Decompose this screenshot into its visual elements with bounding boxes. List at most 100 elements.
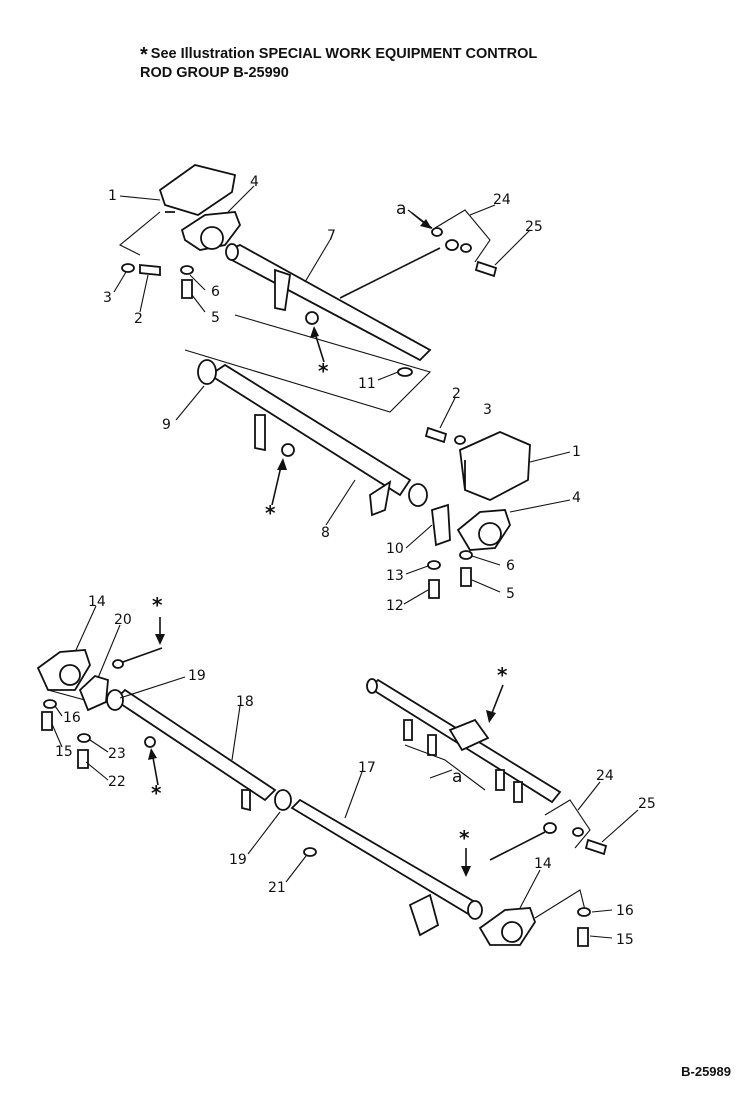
callout-14-right: 14 — [534, 856, 552, 872]
tab-3 — [495, 769, 505, 791]
bolt-25-lower — [584, 838, 608, 856]
asterisk-marker-lower-right-top: * — [497, 663, 508, 687]
bracket-1-upper — [158, 164, 237, 216]
clamp-4-bore-right — [478, 522, 502, 546]
callout-2-upper: 2 — [134, 311, 143, 327]
callout-2-right: 2 — [452, 386, 461, 402]
callout-14-left: 14 — [88, 594, 106, 610]
note-line-2: ROD GROUP B-25990 — [140, 65, 289, 81]
rod-upper — [339, 247, 441, 299]
mounting-plane-upper-left — [118, 211, 161, 256]
callout-6-right: 6 — [506, 558, 515, 574]
callout-17: 17 — [358, 760, 376, 776]
rod-end-24-lower — [543, 822, 557, 834]
block-lower-right — [448, 718, 490, 752]
bushing-9 — [197, 359, 217, 385]
callout-3-right: 3 — [483, 402, 492, 418]
bolt-15-right — [577, 927, 589, 947]
asterisk-marker-lower-right: * — [459, 826, 470, 850]
callout-10: 10 — [386, 541, 404, 557]
asterisk-marker-upper: * — [318, 359, 329, 383]
bushing-mid — [408, 483, 428, 507]
bushing-19-lower — [274, 789, 292, 811]
rod-end-24-upper — [445, 239, 459, 251]
callout-21: 21 — [268, 880, 286, 896]
callout-15-left: 15 — [55, 744, 73, 760]
callout-11: 11 — [358, 376, 376, 392]
washer-13 — [427, 560, 441, 570]
bolt-2-right — [424, 426, 448, 444]
asterisk-icon: * — [140, 44, 148, 66]
callout-24-lower: 24 — [596, 768, 614, 784]
callout-18: 18 — [236, 694, 254, 710]
note-text-1: See Illustration SPECIAL WORK EQUIPMENT … — [150, 46, 538, 62]
callout-9: 9 — [162, 417, 171, 433]
washer-3-upper — [121, 263, 135, 273]
callout-4-right: 4 — [572, 490, 581, 506]
callout-25-upper: 25 — [525, 219, 543, 235]
leader-lines — [51, 185, 639, 939]
callout-20: 20 — [114, 612, 132, 628]
callout-24-upper: 24 — [493, 192, 511, 208]
mounting-line-lower-right — [534, 889, 586, 919]
asterisk-marker-lower-left-top: * — [152, 593, 163, 617]
callout-25-lower: 25 — [638, 796, 656, 812]
shaft-7-end — [225, 243, 239, 261]
callout-7: 7 — [327, 228, 336, 244]
callout-16-left: 16 — [63, 710, 81, 726]
shaft-17-end — [467, 900, 483, 920]
callout-6-upper: 6 — [211, 284, 220, 300]
grease-fitting-upper — [305, 311, 319, 325]
callout-1-right: 1 — [572, 444, 581, 460]
washer-24-lower — [572, 827, 584, 837]
lever-7 — [274, 268, 291, 312]
rod-lower-left — [119, 647, 163, 664]
asterisk-marker-lower-left: * — [151, 781, 162, 805]
link-10 — [431, 503, 451, 547]
bolt-2-upper — [139, 264, 161, 276]
bolt-25-upper — [474, 260, 498, 278]
callout-12: 12 — [386, 598, 404, 614]
callout-a-upper: a — [396, 199, 406, 219]
clamp-4-bore-upper — [200, 226, 224, 250]
shaft-17 — [290, 798, 482, 917]
bracket-1-right — [459, 431, 531, 501]
lever-8 — [254, 414, 266, 452]
callout-19-lower: 19 — [229, 852, 247, 868]
note-line-1: *See Illustration SPECIAL WORK EQUIPMENT… — [140, 44, 537, 67]
callout-8: 8 — [321, 525, 330, 541]
bolt-12 — [428, 579, 440, 599]
grease-fitting-mid — [281, 443, 295, 457]
callout-a-lower: a — [452, 767, 462, 787]
bolt-5-upper — [181, 279, 193, 299]
lever-18 — [241, 789, 251, 812]
rod-lower — [489, 831, 546, 861]
washer-24-upper — [460, 243, 472, 253]
callout-16-right: 16 — [616, 903, 634, 919]
washer-16-right — [577, 907, 591, 917]
clamp-20 — [78, 674, 109, 712]
washer-3-right — [454, 435, 466, 445]
lever-8-end — [369, 480, 392, 517]
callout-3-upper: 3 — [103, 290, 112, 306]
bolt-15-left — [41, 711, 53, 731]
mounting-plane-upper — [184, 314, 432, 413]
tube-8 — [208, 363, 412, 497]
lever-17 — [408, 893, 440, 937]
bolt-22 — [77, 749, 89, 769]
clamp-14-bore-right — [501, 921, 523, 943]
pin-11 — [397, 367, 413, 377]
tab-1 — [403, 719, 413, 741]
bolt-5-right — [460, 567, 472, 587]
callout-4-upper: 4 — [250, 174, 259, 190]
clamp-14-bore-left — [59, 664, 81, 686]
asterisk-arrows — [148, 212, 504, 877]
washer-23 — [77, 733, 91, 743]
callout-22: 22 — [108, 774, 126, 790]
washer-6-right — [459, 550, 473, 560]
leader-a-lower — [404, 744, 486, 791]
callout-1-upper: 1 — [108, 188, 117, 204]
rod-end-lower-left — [112, 659, 124, 669]
